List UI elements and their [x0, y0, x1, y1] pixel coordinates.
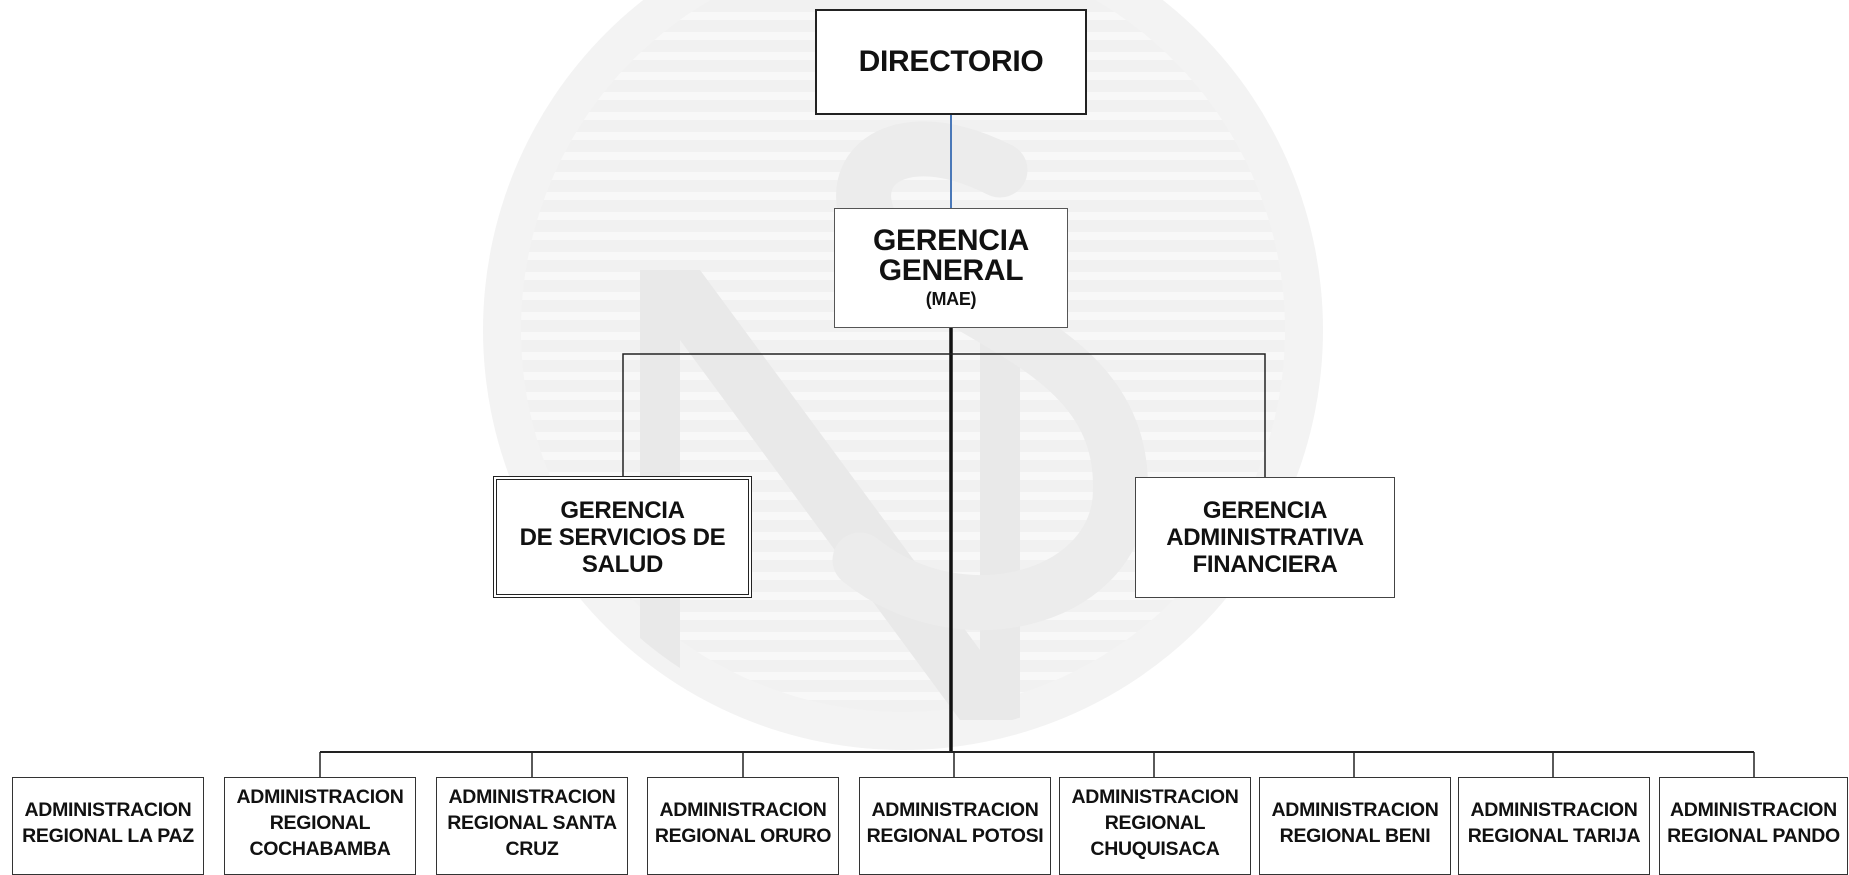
gerencia-financiera-label: GERENCIA ADMINISTRATIVA FINANCIERA — [1166, 497, 1364, 578]
node-gerencia-general: GERENCIA GENERAL (MAE) — [834, 208, 1068, 328]
node-regional-santa-cruz: ADMINISTRACION REGIONAL SANTA CRUZ — [436, 777, 628, 875]
regional-label: ADMINISTRACION REGIONAL ORURO — [654, 799, 832, 847]
regional-label: ADMINISTRACION REGIONAL LA PAZ — [22, 799, 194, 847]
link-gerencias — [622, 353, 1266, 477]
gerencia-general-sublabel: (MAE) — [925, 289, 977, 309]
directorio-label: DIRECTORIO — [858, 45, 1044, 78]
node-regional-oruro: ADMINISTRACION REGIONAL ORURO — [647, 777, 839, 875]
node-gerencia-servicios-salud: GERENCIA DE SERVICIOS DE SALUD — [493, 476, 752, 598]
node-regional-cochabamba: ADMINISTRACION REGIONAL COCHABAMBA — [224, 777, 416, 875]
node-regional-pando: ADMINISTRACION REGIONAL PANDO — [1659, 777, 1848, 875]
regional-label: ADMINISTRACION REGIONAL SANTA CRUZ — [447, 786, 617, 860]
node-regional-chuquisaca: ADMINISTRACION REGIONAL CHUQUISACA — [1059, 777, 1251, 875]
node-regional-potosi: ADMINISTRACION REGIONAL POTOSI — [859, 777, 1051, 875]
regional-label: ADMINISTRACION REGIONAL PANDO — [1667, 799, 1840, 847]
regional-label: ADMINISTRACION REGIONAL POTOSI — [866, 799, 1044, 847]
regional-label: ADMINISTRACION REGIONAL COCHABAMBA — [236, 786, 404, 860]
node-directorio: DIRECTORIO — [815, 9, 1087, 115]
gerencia-general-label: GERENCIA GENERAL — [873, 224, 1029, 287]
node-gerencia-administrativa-financiera: GERENCIA ADMINISTRATIVA FINANCIERA — [1135, 477, 1395, 598]
regional-label: ADMINISTRACION REGIONAL TARIJA — [1467, 799, 1641, 847]
gerencia-salud-label: GERENCIA DE SERVICIOS DE SALUD — [519, 496, 726, 578]
regional-label: ADMINISTRACION REGIONAL BENI — [1271, 799, 1439, 847]
node-regional-beni: ADMINISTRACION REGIONAL BENI — [1259, 777, 1451, 875]
regional-drops — [319, 752, 1755, 777]
regional-label: ADMINISTRACION REGIONAL CHUQUISACA — [1071, 786, 1239, 860]
node-regional-la-paz: ADMINISTRACION REGIONAL LA PAZ — [12, 777, 204, 875]
node-regional-tarija: ADMINISTRACION REGIONAL TARIJA — [1458, 777, 1650, 875]
